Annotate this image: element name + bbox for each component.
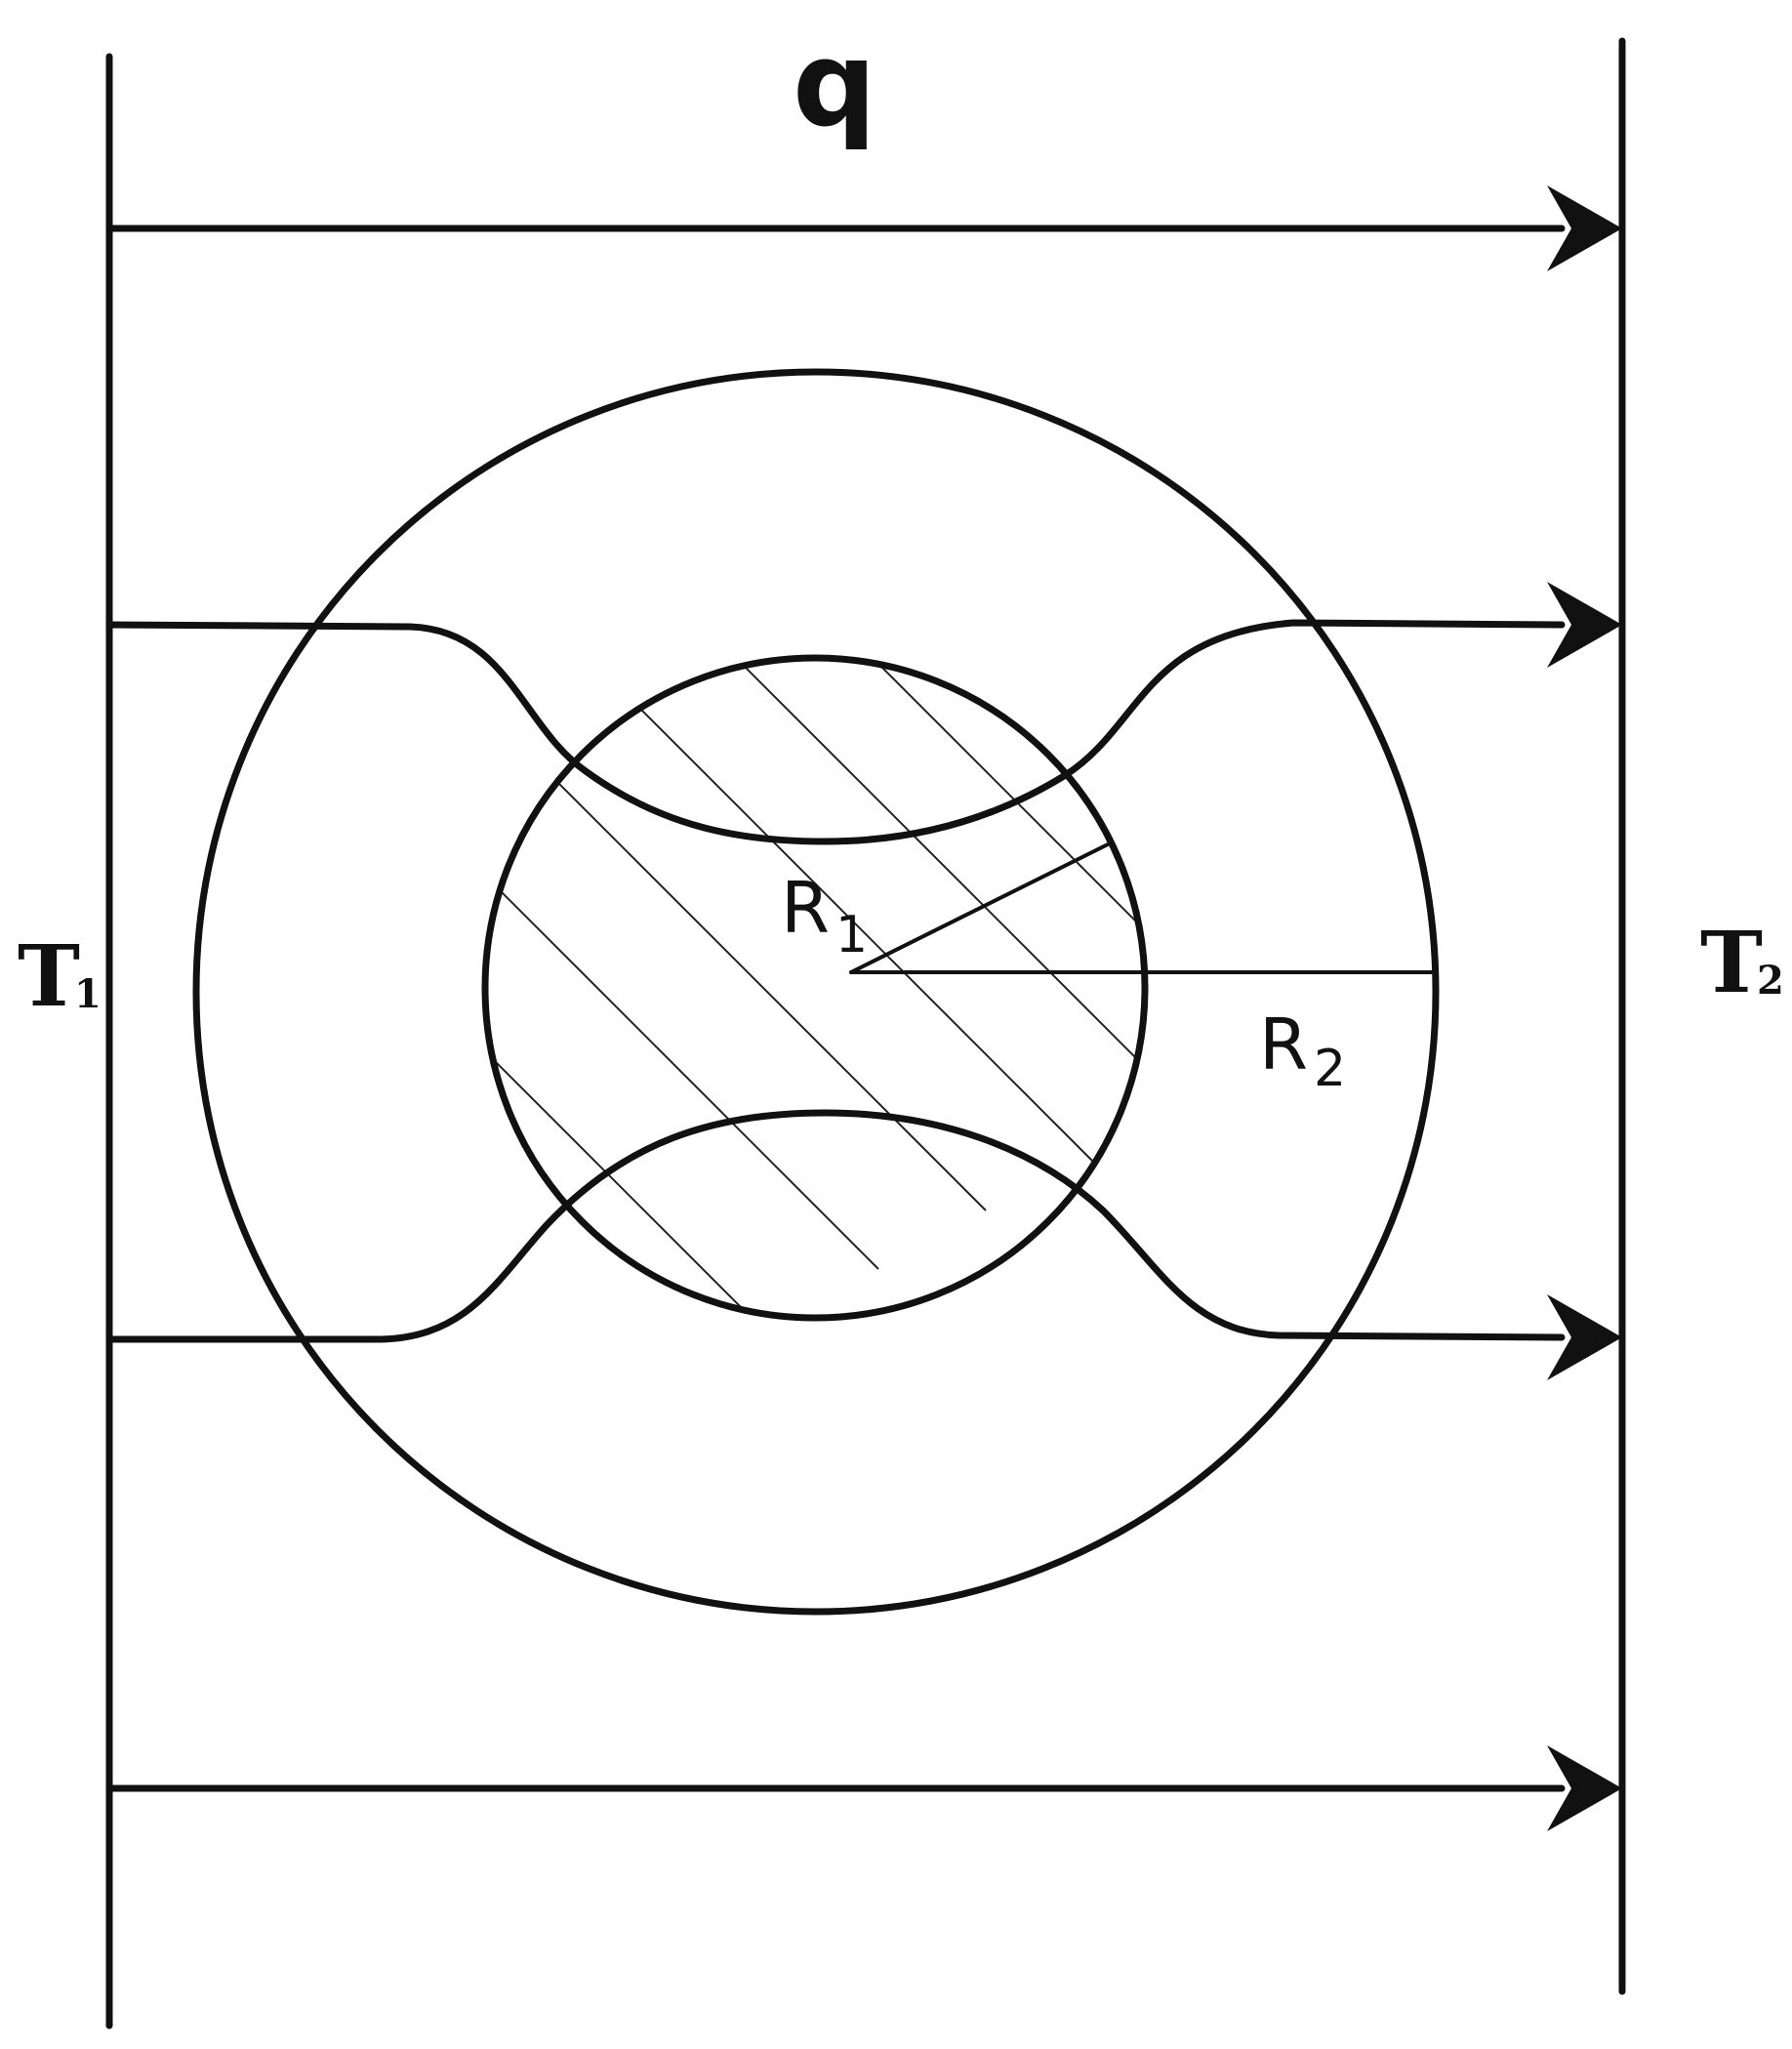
left-temperature-subscript: 1 bbox=[74, 971, 102, 1017]
left-temperature-label: T bbox=[18, 927, 80, 1026]
inner-radius-subscript: 1 bbox=[835, 906, 868, 964]
flux-arrowhead-top bbox=[1547, 185, 1622, 271]
inner-circle bbox=[481, 654, 1149, 1322]
right-temperature-label: T bbox=[1700, 914, 1763, 1012]
inner-core-hatching bbox=[485, 658, 1145, 1318]
flux-arrowhead-lower bbox=[1547, 1294, 1622, 1380]
flux-label: q bbox=[793, 18, 876, 153]
flux-arrowhead-bottom bbox=[1547, 1745, 1622, 1831]
inner-radius-line bbox=[849, 842, 1110, 974]
flux-arrowhead-upper bbox=[1547, 582, 1622, 668]
inner-radius-label: R bbox=[781, 867, 830, 949]
right-temperature-subscript: 2 bbox=[1757, 958, 1784, 1004]
flux-line-lower-curved bbox=[105, 1109, 1566, 1343]
outer-radius-subscript: 2 bbox=[1314, 1040, 1346, 1098]
outer-radius-label: R bbox=[1259, 1004, 1308, 1086]
outer-circle bbox=[192, 368, 1440, 1616]
flux-line-upper-curved bbox=[105, 619, 1566, 845]
